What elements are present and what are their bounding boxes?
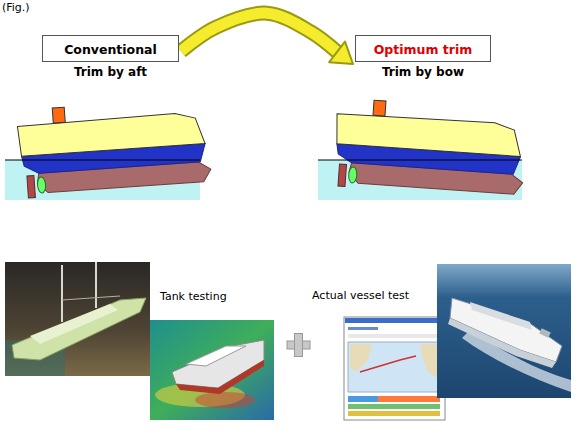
- monitoring-screenshot: [344, 317, 445, 420]
- arrow-outline: [181, 13, 337, 52]
- subtitle: Trim by aft: [42, 65, 179, 79]
- ship-trim-aft: [16, 97, 212, 198]
- tank-photo: [5, 262, 150, 376]
- photo-caption: Tank testing: [160, 290, 227, 303]
- arrow-head: [329, 42, 353, 64]
- waterline: [318, 160, 522, 161]
- heading-box: Optimum trim: [355, 35, 491, 62]
- cfd-image: [150, 320, 274, 420]
- trim-panel: Optimum trimTrim by bow: [355, 35, 491, 79]
- heading-box: Conventional: [42, 35, 179, 62]
- figure-tag: (Fig.): [2, 1, 30, 14]
- plus-symbol: [287, 334, 310, 357]
- waterline: [5, 160, 200, 161]
- subtitle: Trim by bow: [355, 65, 491, 79]
- photo-caption: Actual vessel test: [312, 289, 409, 302]
- heading-text: Optimum trim: [374, 42, 473, 57]
- ship-trim-bow: [332, 98, 528, 199]
- arrow-body: [181, 13, 337, 52]
- heading-text: Conventional: [64, 42, 157, 57]
- curved-arrow: [181, 13, 353, 64]
- trim-panel: ConventionalTrim by aft: [42, 35, 179, 79]
- vessel-photo: [437, 264, 571, 398]
